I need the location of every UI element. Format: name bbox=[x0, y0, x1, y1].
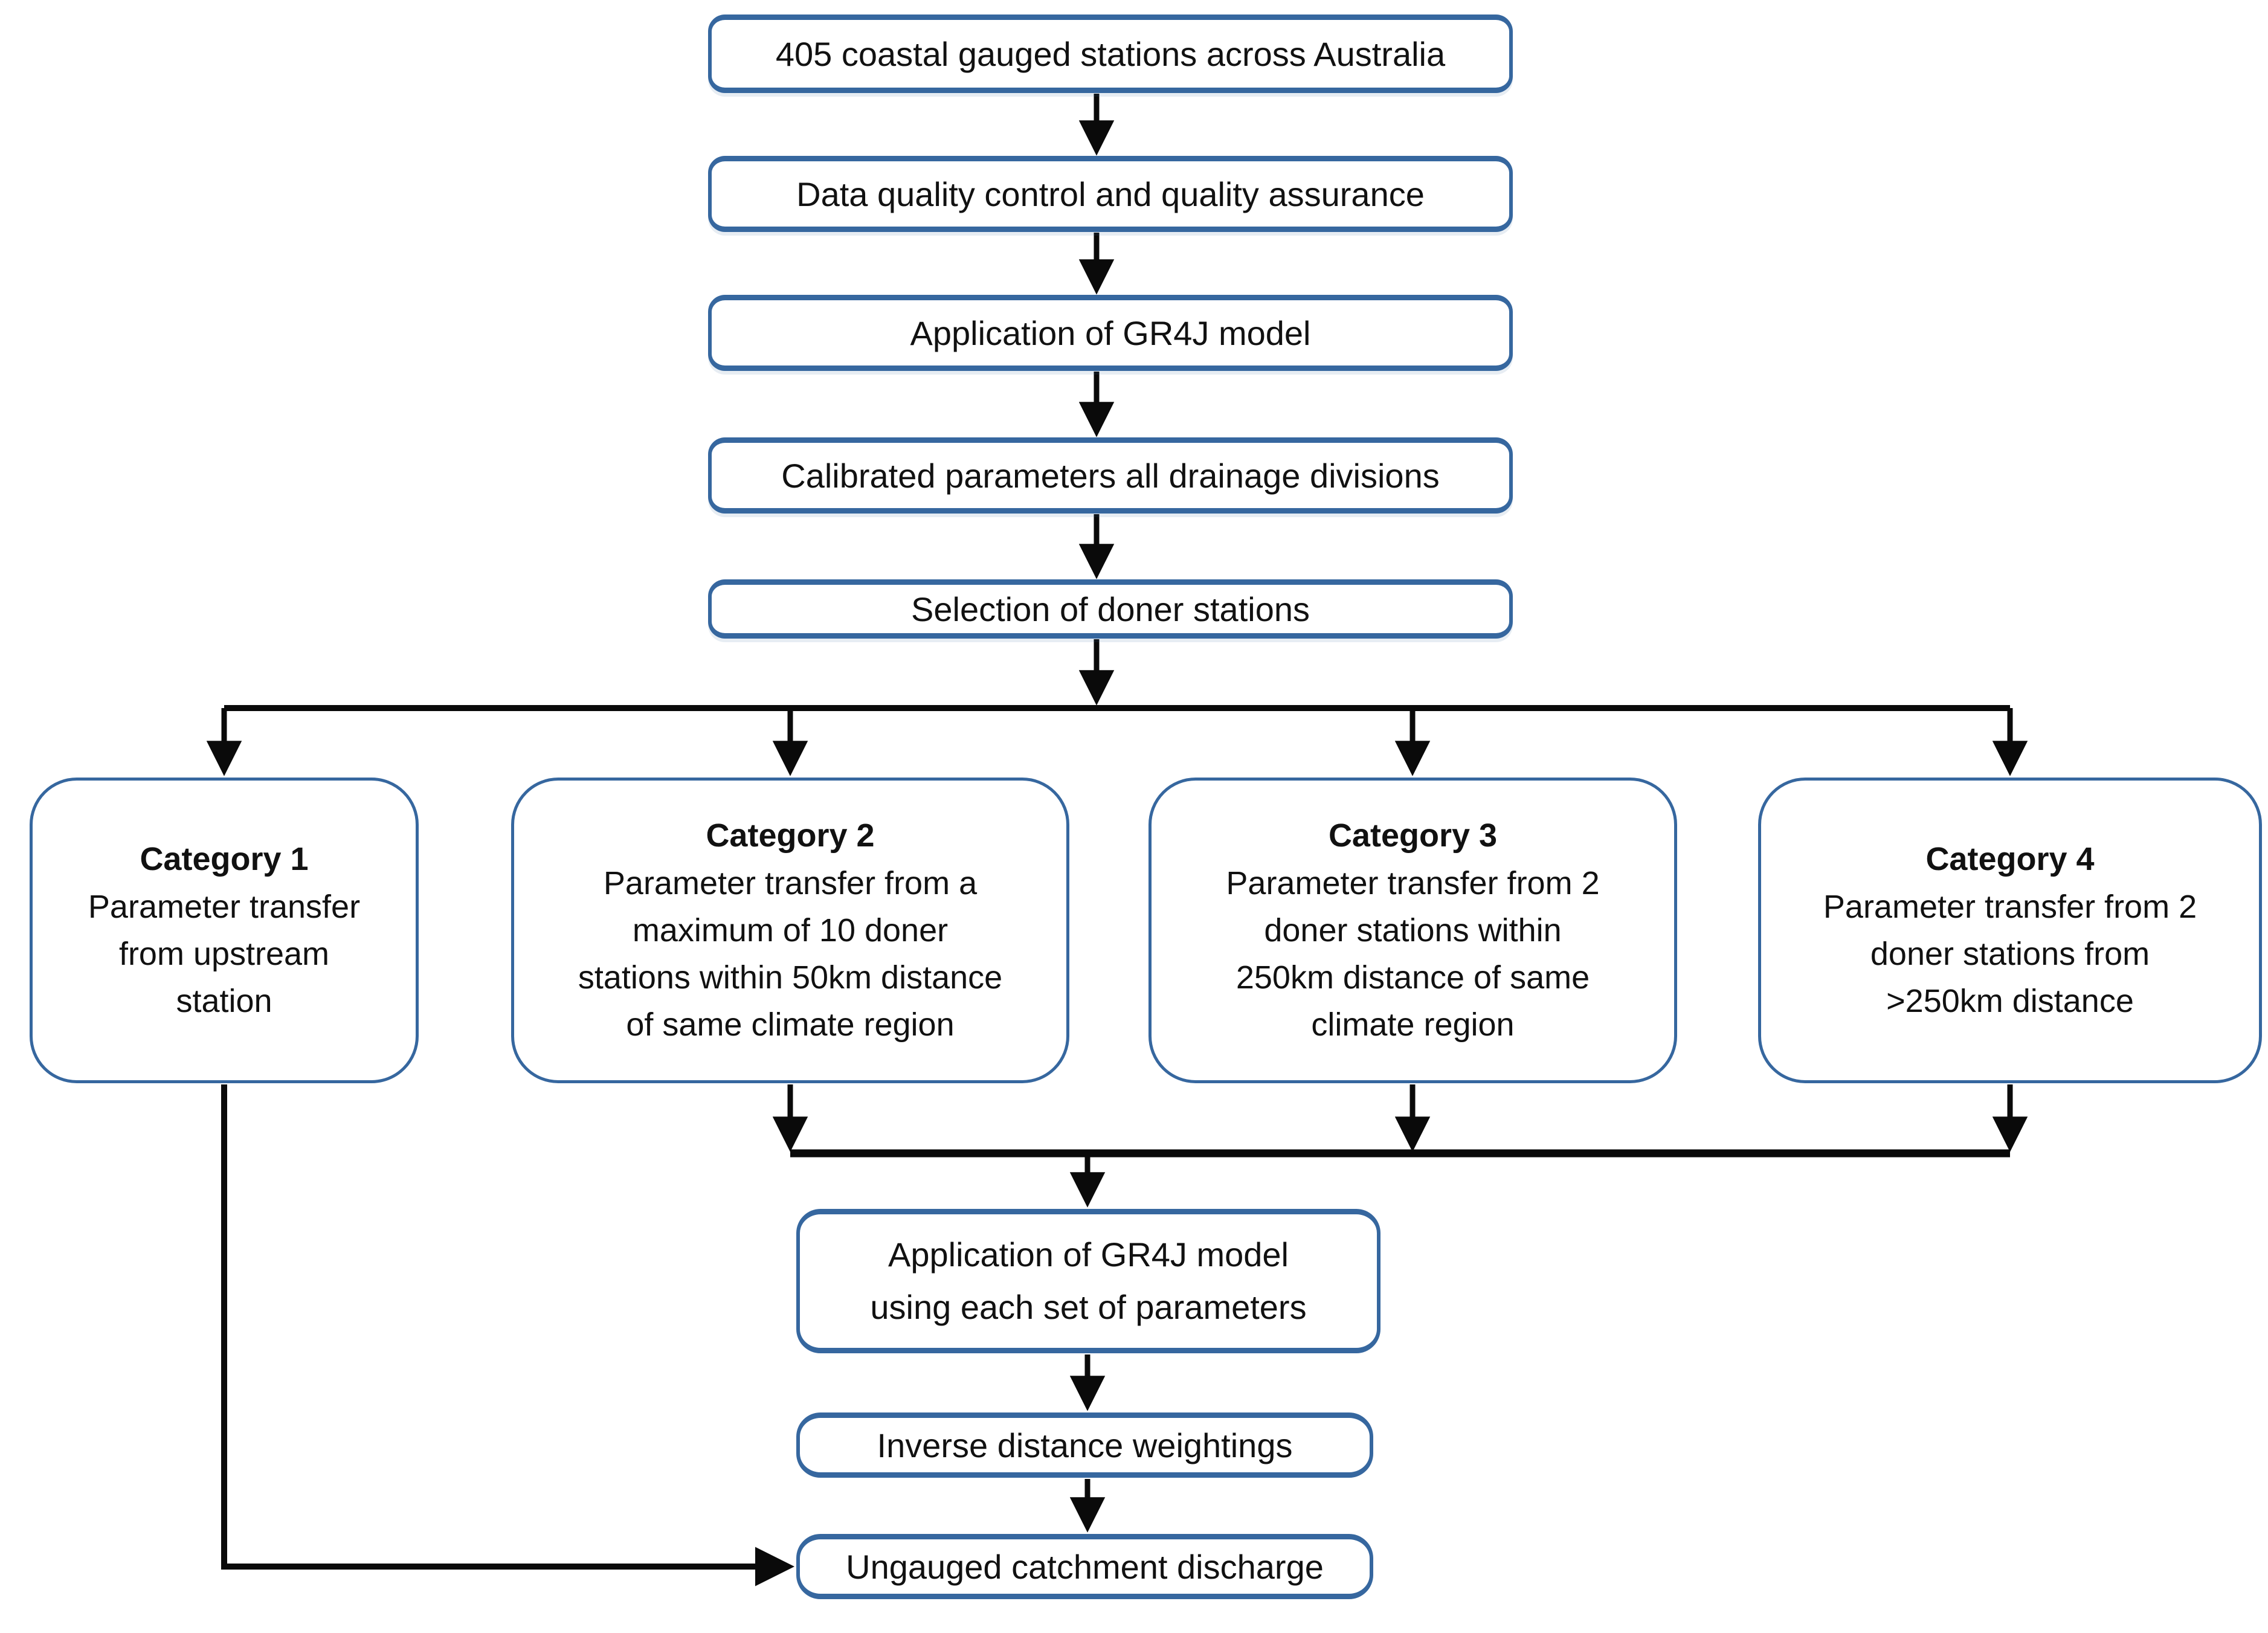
flow-box-gr4j-application-label: Application of GR4J model bbox=[910, 314, 1311, 352]
flow-box-calibrated-parameters-label: Calibrated parameters all drainage divis… bbox=[781, 456, 1440, 495]
flow-box-coastal-stations-label: 405 coastal gauged stations across Austr… bbox=[775, 34, 1446, 73]
flow-box-gr4j-each-parameter-set-label: Application of GR4J model using each set… bbox=[870, 1235, 1307, 1326]
category-3-description: Parameter transfer from 2 doner stations… bbox=[1226, 865, 1600, 1043]
category-4-box: Category 4 Parameter transfer from 2 don… bbox=[1758, 778, 2262, 1083]
category-2-box: Category 2 Parameter transfer from a max… bbox=[511, 778, 1069, 1083]
category-4-title: Category 4 bbox=[1925, 841, 2095, 878]
category-3-box: Category 3 Parameter transfer from 2 don… bbox=[1148, 778, 1677, 1083]
category-2-title: Category 2 bbox=[706, 817, 875, 854]
flow-box-inverse-distance-weightings: Inverse distance weightings bbox=[796, 1412, 1373, 1478]
flow-box-inverse-distance-weightings-label: Inverse distance weightings bbox=[877, 1426, 1293, 1464]
flow-box-gr4j-application: Application of GR4J model bbox=[708, 295, 1513, 371]
category-4-description: Parameter transfer from 2 doner stations… bbox=[1823, 888, 2197, 1020]
flow-box-doner-selection: Selection of doner stations bbox=[708, 579, 1513, 639]
flow-box-gr4j-each-parameter-set: Application of GR4J model using each set… bbox=[796, 1209, 1380, 1353]
category-2-description: Parameter transfer from a maximum of 10 … bbox=[578, 865, 1003, 1043]
flow-box-quality-control: Data quality control and quality assuran… bbox=[708, 156, 1513, 232]
category-3-title: Category 3 bbox=[1328, 817, 1498, 854]
flow-box-coastal-stations: 405 coastal gauged stations across Austr… bbox=[708, 14, 1513, 93]
category-1-description: Parameter transfer from upstream station bbox=[88, 888, 361, 1020]
category-1-box: Category 1 Parameter transfer from upstr… bbox=[30, 778, 419, 1083]
flow-box-ungauged-catchment-discharge-label: Ungauged catchment discharge bbox=[846, 1547, 1324, 1586]
flow-box-ungauged-catchment-discharge: Ungauged catchment discharge bbox=[796, 1534, 1373, 1599]
arrow-category1-ungauged bbox=[221, 1084, 794, 1586]
flow-box-doner-selection-label: Selection of doner stations bbox=[911, 590, 1310, 628]
flow-box-calibrated-parameters: Calibrated parameters all drainage divis… bbox=[708, 437, 1513, 514]
category-1-title: Category 1 bbox=[140, 841, 309, 878]
flow-box-quality-control-label: Data quality control and quality assuran… bbox=[796, 175, 1425, 213]
